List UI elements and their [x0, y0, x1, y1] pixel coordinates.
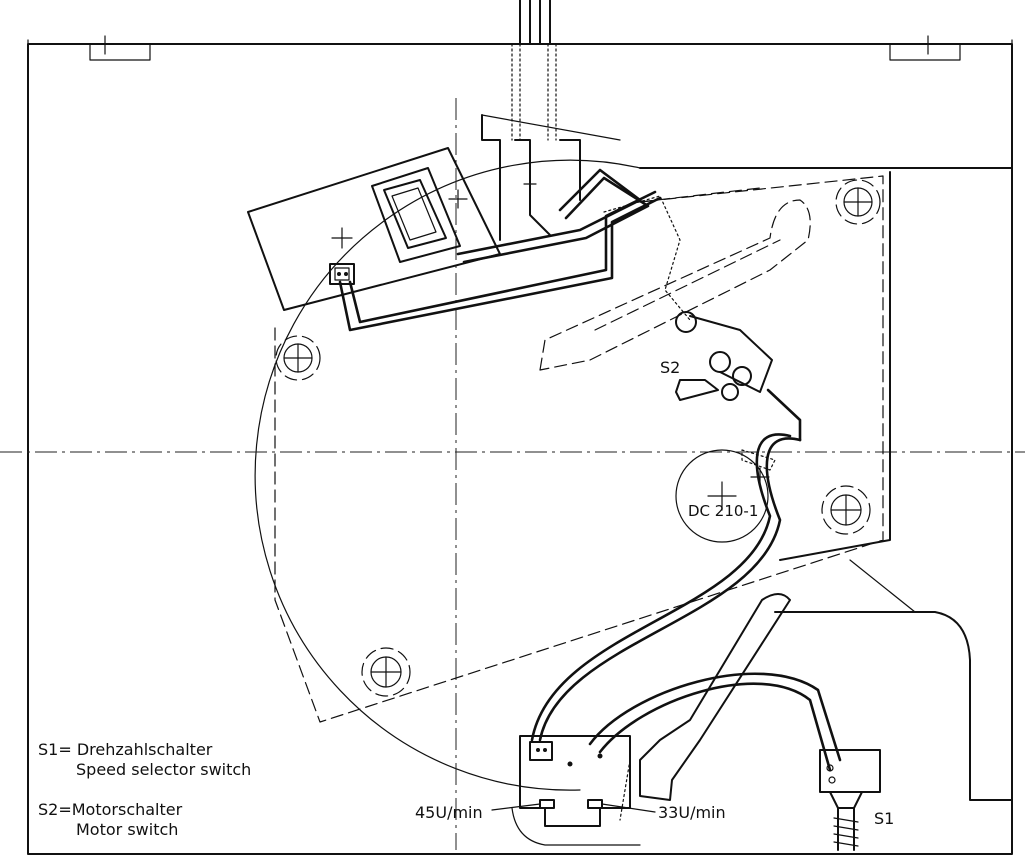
top-rods: [511, 0, 557, 141]
subchassis-outline: [274, 175, 884, 723]
label-33rpm: 33U/min: [658, 803, 726, 822]
label-motor: DC 210-1: [688, 502, 758, 520]
mount-point: [275, 335, 321, 381]
mounting-points: [275, 179, 881, 697]
motor: [675, 449, 776, 543]
speed-selector-s1: [819, 749, 881, 851]
label-s2: S2: [660, 358, 680, 377]
legend-s2-de: S2=Motorschalter: [38, 800, 183, 819]
legend-s1-en: Speed selector switch: [76, 760, 252, 779]
lift-bracket: [619, 593, 791, 821]
platter-outline: [254, 159, 641, 791]
tonearm-base: [481, 114, 621, 241]
legend-s2: S2=Motorschalter Motor switch: [38, 800, 182, 840]
legend-s1: S1= Drehzahlschalter Speed selector swit…: [38, 740, 251, 780]
legend-s2-en: Motor switch: [76, 820, 179, 839]
speed-switch-box: [491, 735, 656, 846]
tonearm-ghost: [539, 199, 811, 371]
mount-point: [361, 647, 411, 697]
label-45rpm: 45U/min: [415, 803, 483, 822]
s1-wires: [588, 672, 842, 772]
main-cable: [338, 168, 691, 332]
center-lines: [0, 98, 1025, 850]
mount-point: [835, 179, 881, 225]
label-s1: S1: [874, 809, 894, 828]
chassis-outline: [27, 35, 1013, 855]
motor-switch-s2: [675, 311, 802, 442]
power-transformer: [247, 147, 501, 311]
mount-point: [821, 485, 871, 535]
legend-s1-de: S1= Drehzahlschalter: [38, 740, 213, 759]
speed-cable: [530, 433, 802, 742]
right-panel: [639, 167, 1013, 801]
